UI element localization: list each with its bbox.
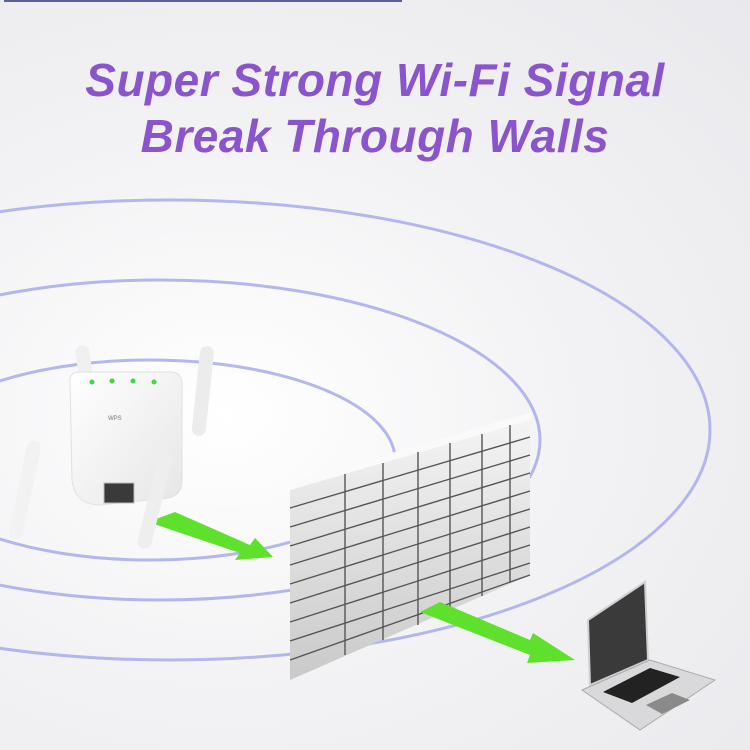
router: WPS — [9, 345, 214, 549]
laptop-keyboard — [603, 668, 680, 703]
led-indicators — [89, 378, 157, 385]
headline-line-2: Break Through Walls — [140, 110, 610, 162]
brick-wall — [289, 412, 532, 680]
ethernet-port-icon — [103, 482, 135, 504]
signal-arc-outer — [0, 198, 712, 662]
top-divider — [4, 0, 402, 2]
laptop — [580, 580, 717, 731]
headline: Super Strong Wi-Fi Signal Break Through … — [0, 52, 750, 164]
laptop-screen — [586, 580, 650, 687]
antenna-icon — [9, 440, 41, 540]
headline-line-1: Super Strong Wi-Fi Signal — [85, 54, 665, 106]
laptop-base — [580, 659, 717, 731]
arrow-wall-to-laptop — [420, 602, 575, 663]
antenna-icon — [137, 451, 173, 549]
signal-arrows — [148, 512, 575, 663]
antenna-icon — [191, 346, 214, 436]
laptop-trackpad — [646, 693, 690, 714]
wps-label: WPS — [108, 416, 122, 422]
arrow-router-to-wall — [148, 512, 273, 560]
signal-arc-middle — [0, 278, 542, 602]
